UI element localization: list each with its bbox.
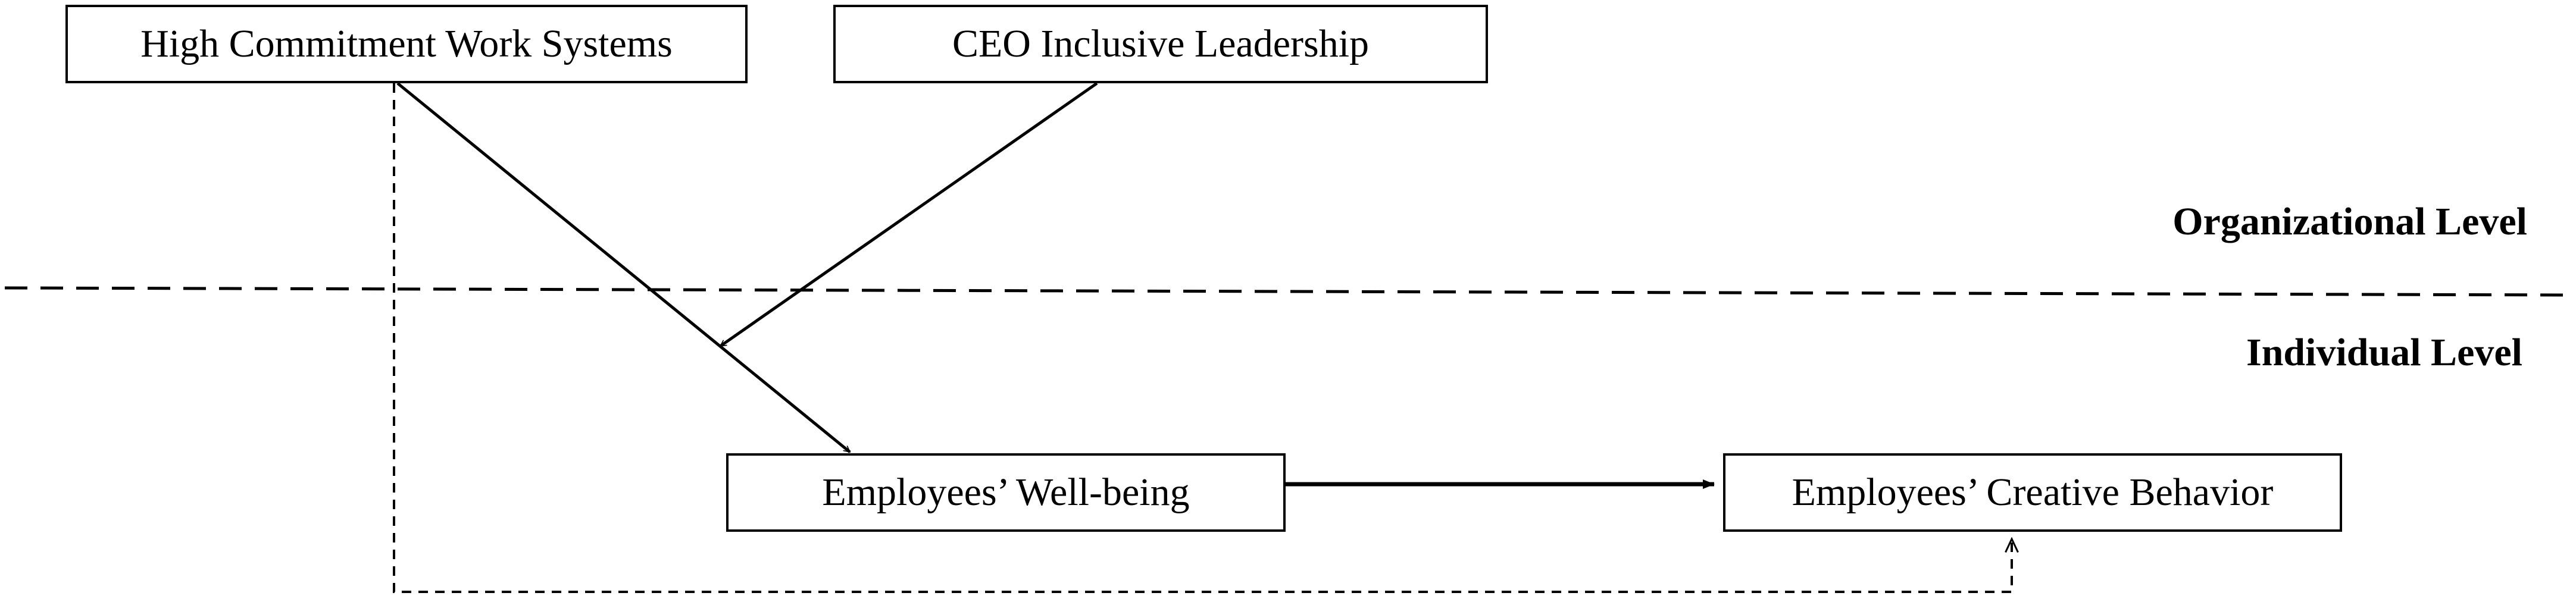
edge-hcws-to-wellbeing (396, 82, 851, 453)
node-label: Employees’ Well-being (822, 471, 1190, 514)
node-label: Employees’ Creative Behavior (1792, 471, 2274, 514)
node-label: High Commitment Work Systems (140, 22, 673, 65)
node-employees-creative-behavior: Employees’ Creative Behavior (1723, 453, 2342, 532)
level-divider (4, 286, 2575, 297)
edge-hcws-to-creative-direct (393, 83, 2012, 593)
node-ceo-inclusive-leadership: CEO Inclusive Leadership (833, 5, 1488, 83)
organizational-level-label: Organizational Level (2172, 200, 2527, 243)
node-high-commitment-work-systems: High Commitment Work Systems (65, 5, 748, 83)
edge-ceo-moderation (720, 81, 1098, 348)
node-employees-well-being: Employees’ Well-being (726, 453, 1286, 532)
individual-level-label: Individual Level (2246, 331, 2522, 374)
node-label: CEO Inclusive Leadership (952, 22, 1370, 65)
